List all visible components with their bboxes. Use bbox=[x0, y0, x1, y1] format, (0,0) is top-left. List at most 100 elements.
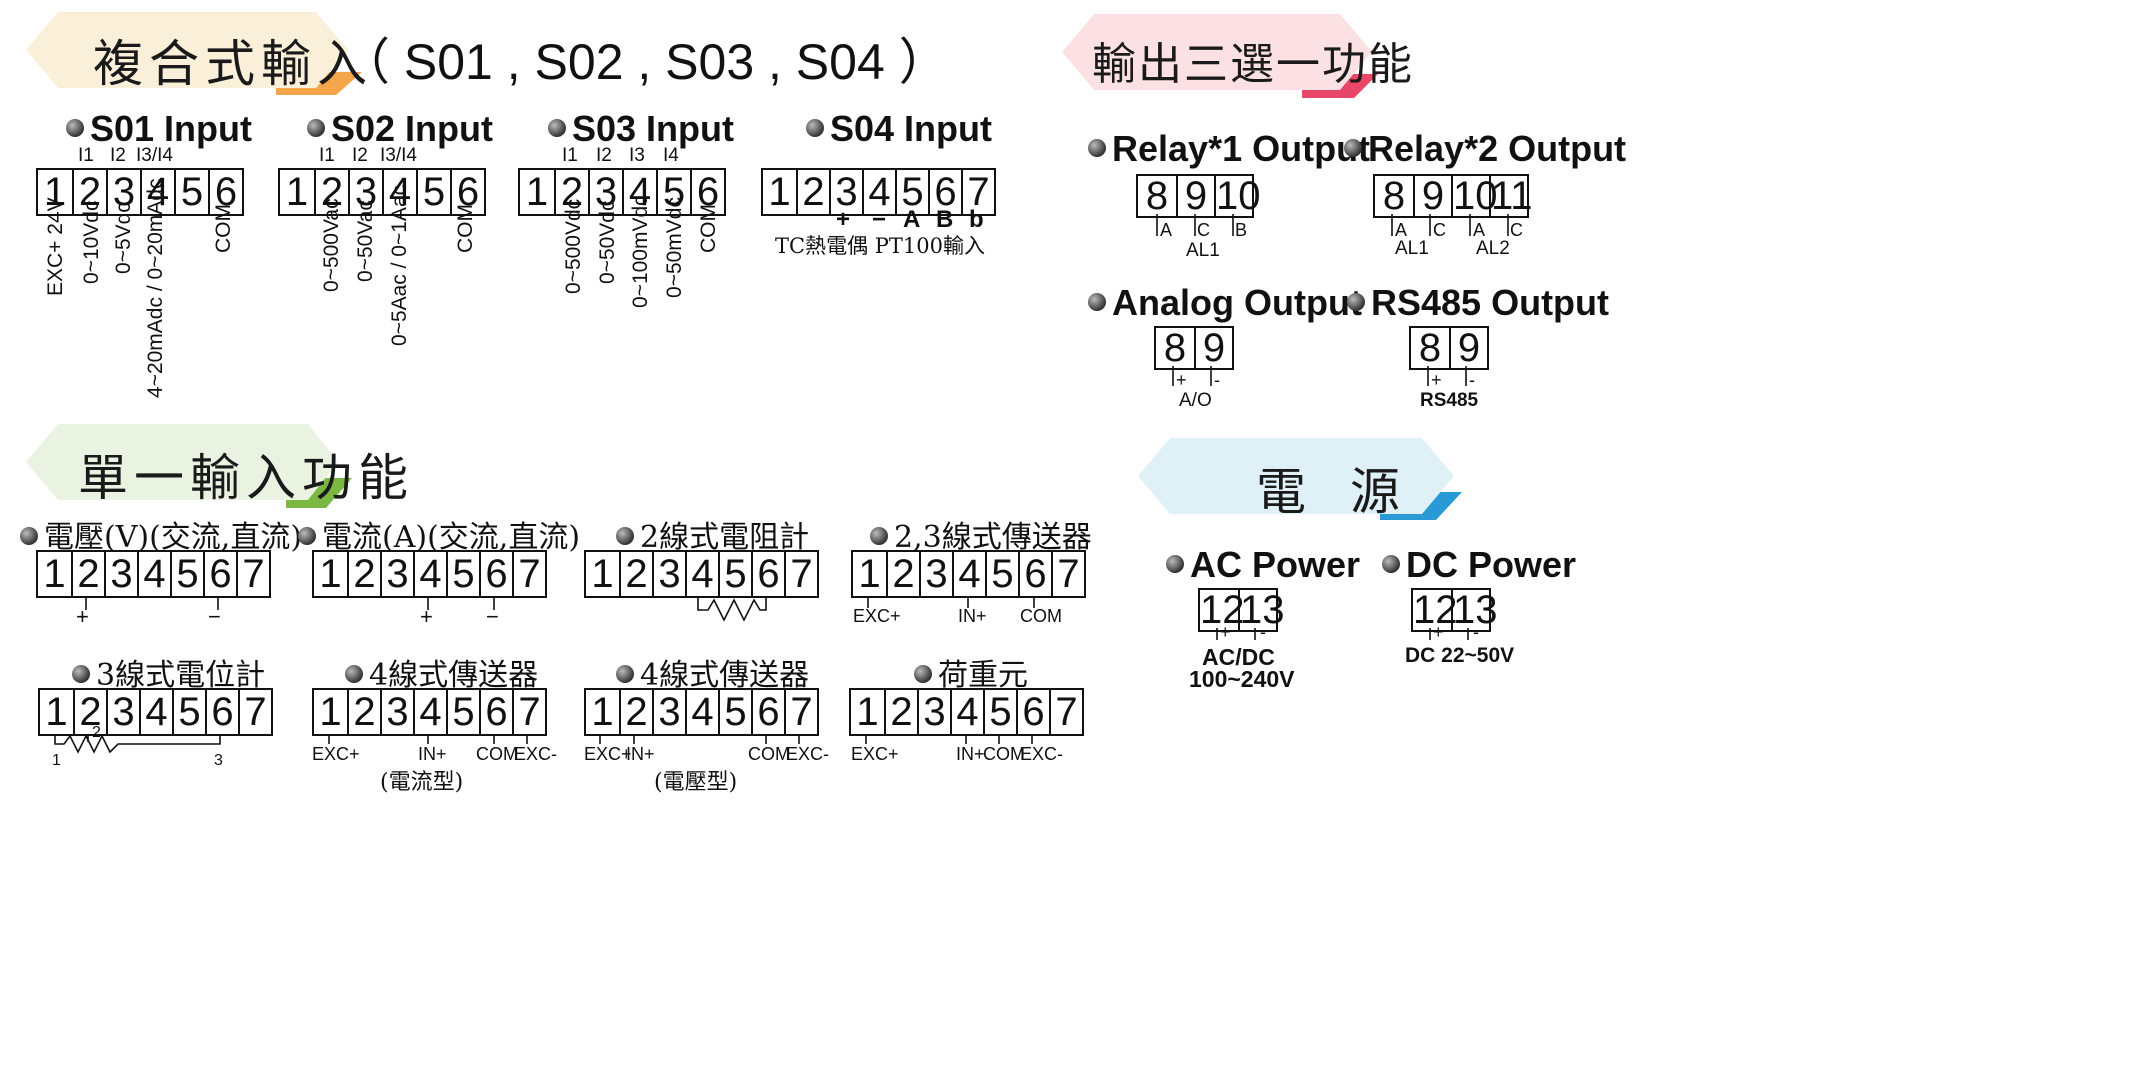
rs485-title-text: RS485 Output bbox=[1371, 282, 1610, 323]
bullet-icon bbox=[1166, 555, 1184, 574]
rs485-pin-plus: + bbox=[1431, 370, 1442, 390]
s02-title: S02 Input bbox=[307, 108, 493, 150]
bullet-icon bbox=[616, 665, 634, 683]
bullet-icon bbox=[1088, 293, 1106, 312]
terminal-cell: 5 bbox=[656, 170, 690, 214]
analog-group: A/O bbox=[1179, 390, 1212, 411]
bullet-icon bbox=[298, 527, 316, 545]
terminal-cell: 4 bbox=[952, 552, 985, 596]
rtd2-terminal-strip: 1 2 3 4 5 6 7 bbox=[584, 550, 819, 598]
terminal-cell: 7 bbox=[512, 552, 545, 596]
ac-pin-minus: - bbox=[1260, 622, 1266, 642]
s01-title: S01 Input bbox=[66, 108, 252, 150]
terminal-cell: 5 bbox=[718, 552, 751, 596]
terminal-cell: 5 bbox=[170, 552, 203, 596]
banner-composite-title: 複合式輸入 bbox=[93, 35, 373, 93]
tx4a-note: (電流型) bbox=[380, 770, 464, 795]
terminal-cell: 2 bbox=[347, 552, 380, 596]
bullet-icon bbox=[72, 665, 90, 683]
terminal-cell: 1 bbox=[319, 690, 342, 734]
composite-codes: （ S01 , S02 , S03 , S04 ） bbox=[340, 34, 949, 90]
terminal-cell: 1 bbox=[591, 552, 614, 596]
s04-terminal-strip: 1 2 3 4 5 6 7 bbox=[761, 168, 996, 216]
analog-pin-minus: - bbox=[1214, 370, 1220, 390]
current-terminal-strip: 1 2 3 4 5 6 7 bbox=[312, 550, 547, 598]
banner-single-shape bbox=[26, 424, 352, 508]
dc-power-terminal-strip: 12 13 bbox=[1411, 588, 1498, 632]
terminal-cell: 5 bbox=[983, 690, 1016, 734]
terminal-cell: 10 bbox=[1214, 174, 1261, 218]
relay1-terminal-strip: 8 9 10 bbox=[1136, 174, 1261, 218]
s03-top-i1: I1 bbox=[562, 145, 578, 166]
terminal-cell: 3 bbox=[652, 690, 685, 734]
relay1-group: AL1 bbox=[1186, 240, 1220, 261]
relay2-pin-a2: A bbox=[1473, 220, 1486, 240]
terminal-cell: 7 bbox=[784, 690, 817, 734]
relay1-title: Relay*1 Output bbox=[1088, 128, 1370, 170]
terminal-cell: 3 bbox=[104, 552, 137, 596]
s02-terminal-strip: 1 2 3 4 5 6 bbox=[278, 168, 486, 216]
s03-top-i2: I2 bbox=[596, 145, 612, 166]
s01-top-i1: I1 bbox=[78, 145, 94, 166]
terminal-cell: 1 bbox=[856, 690, 879, 734]
load-mark-exc-plus: EXC+ bbox=[851, 744, 899, 764]
terminal-cell: 6 bbox=[1018, 552, 1051, 596]
rs485-title: RS485 Output bbox=[1347, 282, 1609, 324]
bullet-icon bbox=[1088, 139, 1106, 158]
tx23-title-text: 2,3線式傳送器 bbox=[894, 520, 1092, 555]
bullet-icon bbox=[914, 665, 932, 683]
tx23-terminal-strip: 1 2 3 4 5 6 7 bbox=[851, 550, 1086, 598]
analog-terminal-strip: 8 9 bbox=[1154, 326, 1234, 370]
relay2-title: Relay*2 Output bbox=[1344, 128, 1626, 170]
tx4v-title-text: 4線式傳送器 bbox=[640, 658, 810, 693]
s02-title-text: S02 Input bbox=[331, 108, 494, 149]
terminal-cell: 2 bbox=[72, 170, 106, 214]
terminal-cell: 5 bbox=[895, 170, 928, 214]
terminal-cell: 7 bbox=[961, 170, 994, 214]
terminal-cell: 3 bbox=[106, 170, 140, 214]
voltage-terminal-strip: 1 2 3 4 5 6 7 bbox=[36, 550, 271, 598]
terminal-cell: 6 bbox=[751, 552, 784, 596]
terminal-cell: 12 bbox=[1413, 588, 1458, 632]
rtd2-title-text: 2線式電阻計 bbox=[640, 520, 810, 555]
ac-power-title-text: AC Power bbox=[1190, 544, 1361, 585]
s03-top-i4: I4 bbox=[663, 145, 679, 166]
bullet-icon bbox=[616, 527, 634, 545]
rtd2-title: 2線式電阻計 bbox=[616, 512, 809, 556]
s04-mark-plus: + bbox=[836, 206, 851, 233]
terminal-cell: 2 bbox=[886, 552, 919, 596]
bullet-icon bbox=[1344, 139, 1362, 158]
tx4a-mark-com: COM bbox=[476, 744, 518, 764]
s01-title-text: S01 Input bbox=[90, 108, 253, 149]
current-mark-minus: − bbox=[486, 604, 499, 629]
bullet-icon bbox=[870, 527, 888, 545]
banner-power-shape bbox=[1138, 438, 1462, 520]
banner-output-title: 輸出三選一功能 bbox=[1092, 39, 1414, 90]
dc-pin-plus: + bbox=[1433, 622, 1444, 642]
dc-power-title-text: DC Power bbox=[1406, 544, 1577, 585]
terminal-cell: 6 bbox=[203, 552, 236, 596]
terminal-cell: 2 bbox=[347, 690, 380, 734]
s01-top-i2: I2 bbox=[110, 145, 126, 166]
rs485-pin-minus: - bbox=[1469, 370, 1475, 390]
pot3-terminal-strip: 1 2 3 4 5 6 7 bbox=[38, 688, 273, 736]
s01-top-i3i4: I3/I4 bbox=[136, 145, 173, 166]
terminal-cell: 8 bbox=[1382, 174, 1406, 218]
terminal-cell: 5 bbox=[416, 170, 450, 214]
s02-top-i3i4: I3/I4 bbox=[380, 145, 417, 166]
s04-title: S04 Input bbox=[806, 108, 992, 150]
dc-pin-minus: - bbox=[1473, 622, 1479, 642]
s03-terminal-strip: 1 2 3 4 5 6 bbox=[518, 168, 726, 216]
s02-top-i2: I2 bbox=[352, 145, 368, 166]
tx4a-mark-in: IN+ bbox=[418, 744, 447, 764]
terminal-cell: 12 bbox=[1200, 588, 1245, 632]
banner-power: 電 源 bbox=[1136, 436, 1466, 524]
terminal-cell: 8 bbox=[1145, 174, 1169, 218]
tx4v-mark-exc-plus: EXC+ bbox=[584, 744, 632, 764]
load-title-text: 荷重元 bbox=[938, 658, 1028, 693]
tx23-mark-in: IN+ bbox=[958, 606, 987, 626]
tx4v-title: 4線式傳送器 bbox=[616, 650, 809, 694]
s04-title-text: S04 Input bbox=[830, 108, 993, 149]
terminal-cell: 3 bbox=[919, 552, 952, 596]
terminal-cell: 4 bbox=[413, 690, 446, 734]
